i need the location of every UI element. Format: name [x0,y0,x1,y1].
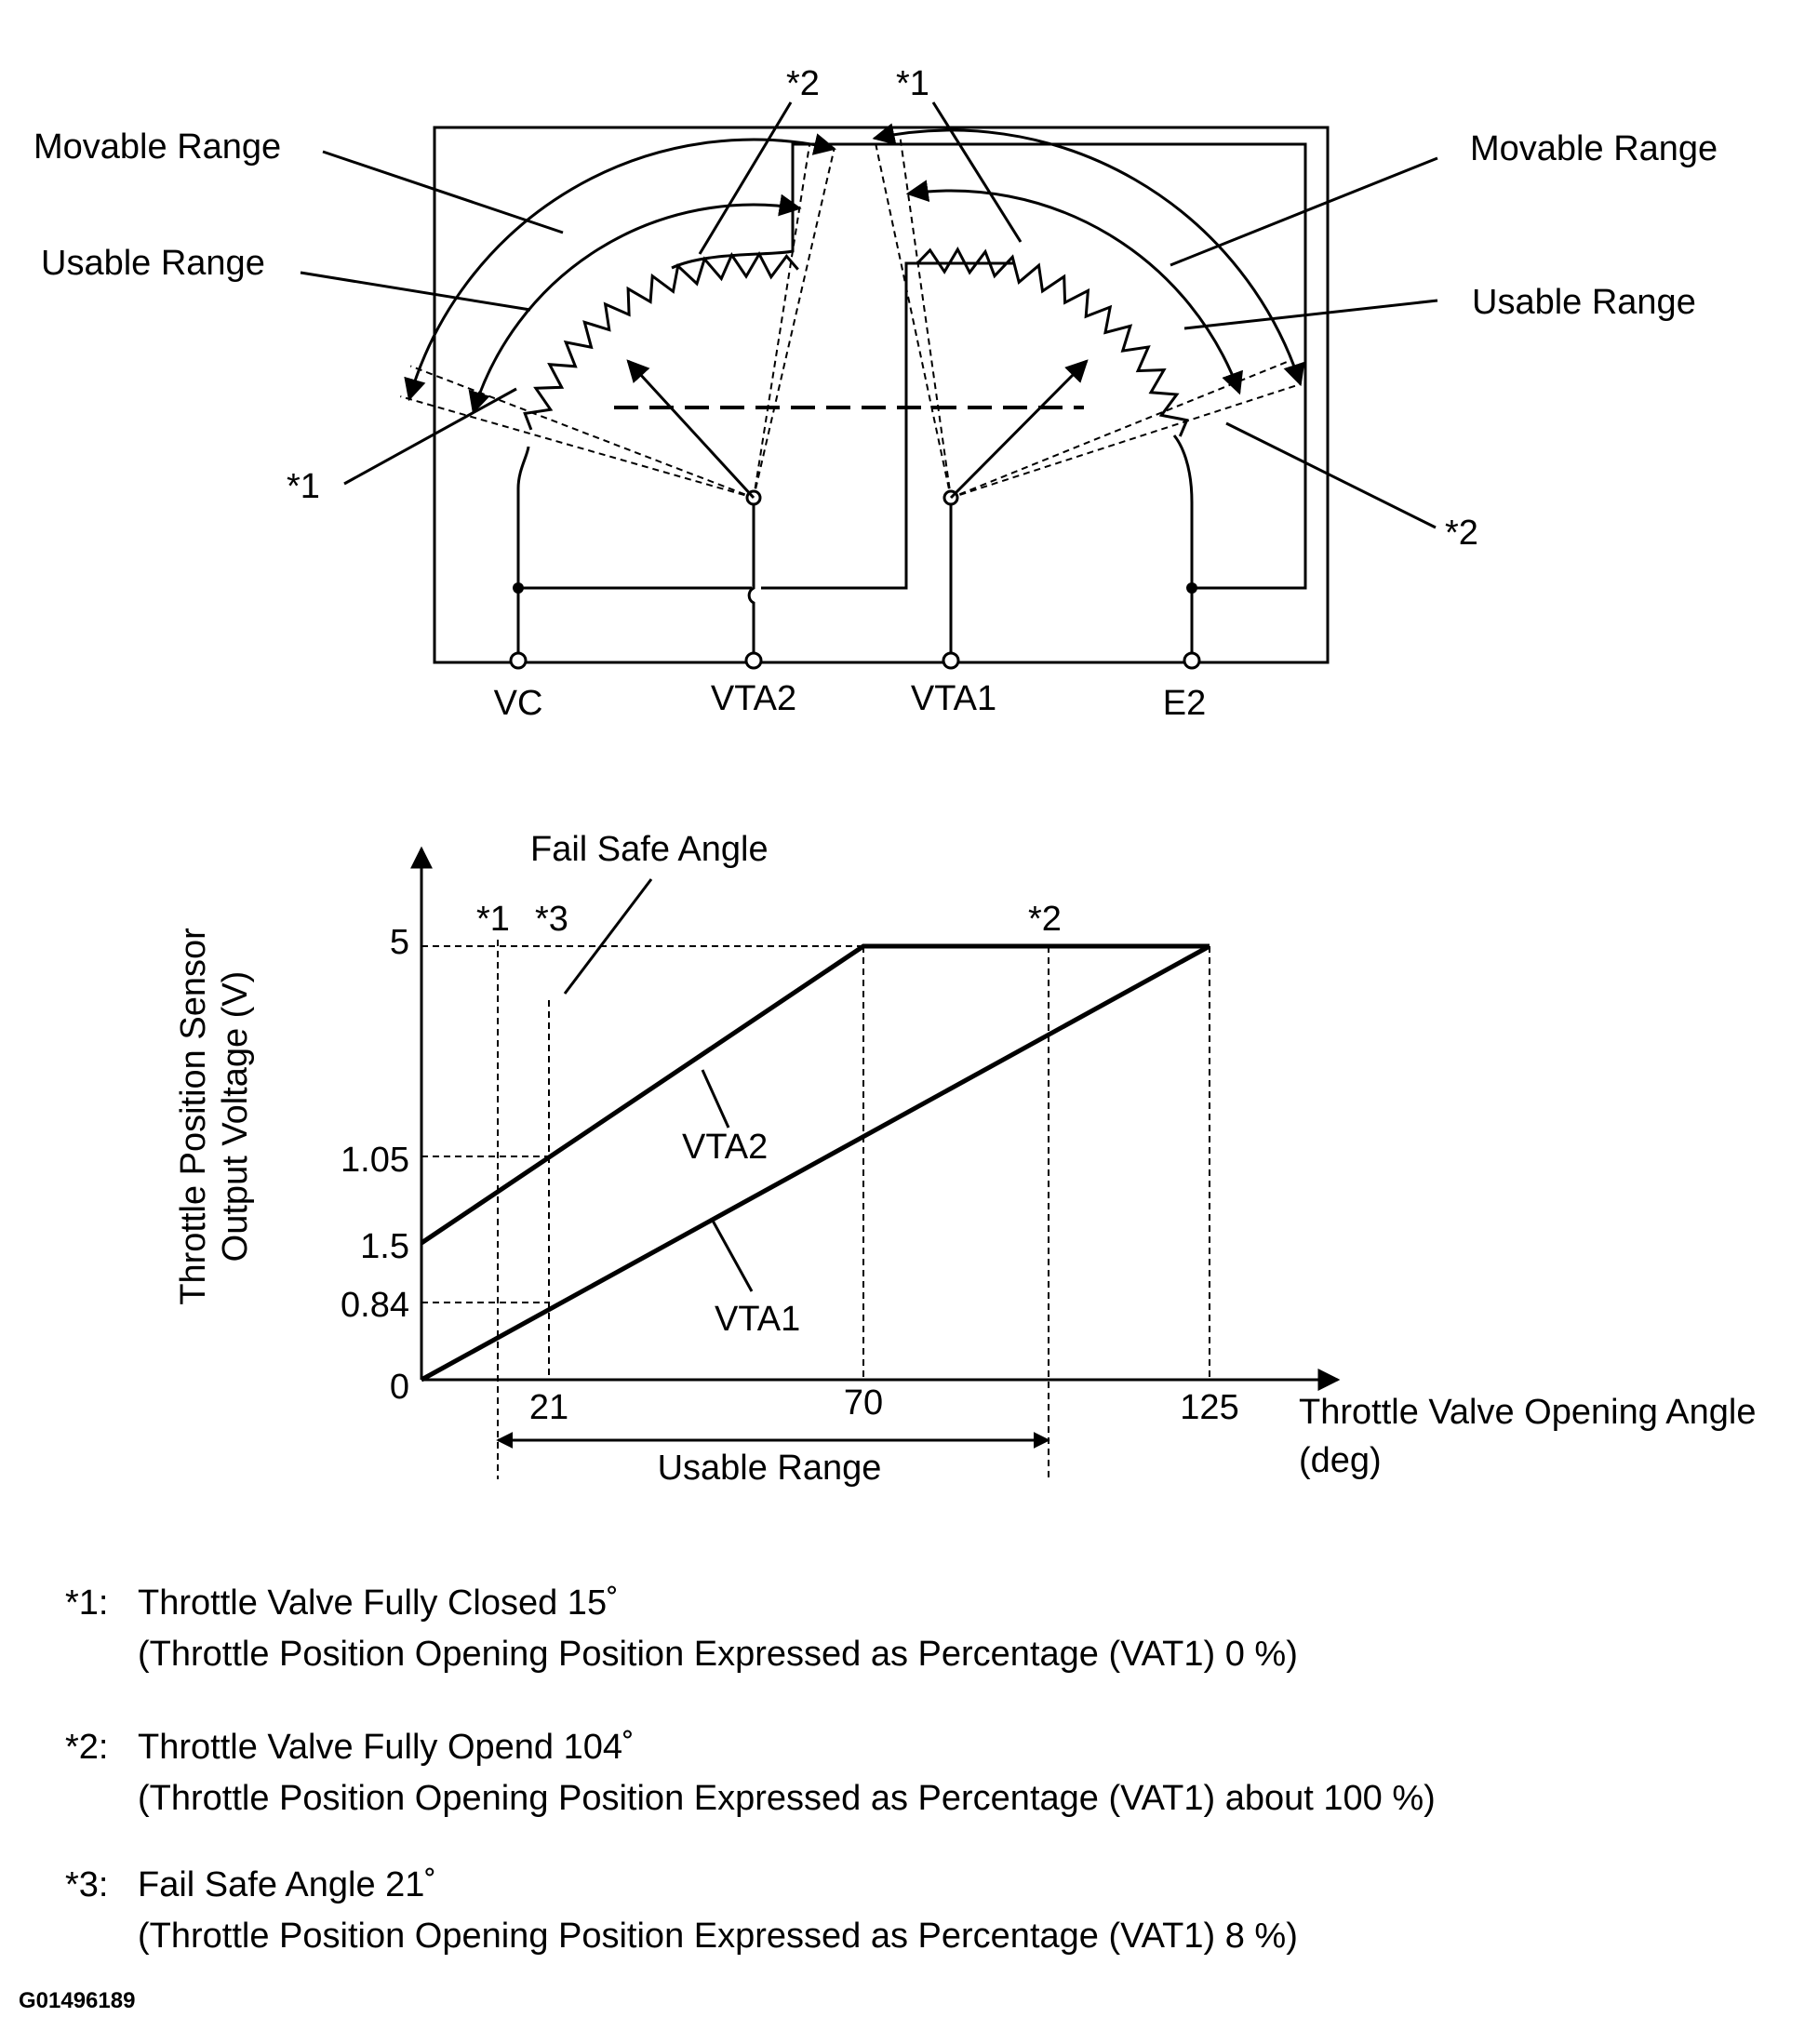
x-axis-label-line1: Throttle Valve Opening Angle [1299,1393,1757,1432]
note-mark-3: *3: [65,1865,108,1904]
y-tick-label: 0 [390,1368,409,1407]
sensor-schematic: Movable Range Usable Range Movable Range… [33,64,1718,723]
y-axis-label-line1: Throttle Position Sensor [174,928,213,1305]
label-movable-range-left: Movable Range [33,127,281,167]
leader-mark1-top [931,101,1023,243]
range-limit-line [409,365,746,496]
voltage-chart: 5 1.05 1.5 0.84 0 21 70 125 Throttle Val… [174,830,1757,1488]
range-lines-left [400,143,835,497]
range-limit-line [959,382,1302,496]
terminal-vc [509,651,528,670]
label-usable-range-right: Usable Range [1472,283,1696,322]
label-movable-range-right: Movable Range [1470,129,1718,168]
series-line-vta1 [420,943,1211,1383]
terminal-vta2 [744,651,763,670]
pin-label-vta2: VTA2 [711,679,796,718]
note-2-line1: Throttle Valve Fully Opend 104˚ [138,1728,635,1767]
annotation-mark1: *1 [476,900,510,939]
range-limit-line [755,148,835,489]
movable-range-arc-right [872,123,1305,387]
wiper-arrow-vta2 [626,359,755,500]
figure-code: G01496189 [19,1988,135,2013]
note-mark-2: *2: [65,1728,108,1767]
terminal-vta1 [942,651,960,670]
series-line-vta2 [420,943,1210,1246]
x-axis-label-line2: (deg) [1299,1441,1382,1480]
note-3-line1: Fail Safe Angle 21˚ [138,1865,436,1904]
footnotes: *1: Throttle Valve Fully Closed 15˚ (Thr… [19,1583,1436,2013]
junction-dot [513,582,524,594]
x-tick-label: 21 [529,1388,568,1427]
note-1-line2: (Throttle Position Opening Position Expr… [138,1635,1298,1674]
range-limit-line [754,143,811,489]
chart-guides [421,940,1210,1479]
series-label-vta1: VTA1 [715,1300,800,1339]
pin-label-vc: VC [494,684,543,723]
note-1-line1: Throttle Valve Fully Closed 15˚ [138,1583,619,1623]
note-3-line2: (Throttle Position Opening Position Expr… [138,1917,1298,1956]
label-mark1-top: *1 [896,64,929,103]
y-tick-label: 1.05 [341,1141,409,1180]
y-tick-label: 1.5 [360,1227,409,1266]
leader-movable-left [322,150,564,234]
wiper-arrow-vta1 [949,359,1089,500]
annotation-mark3: *3 [535,900,568,939]
pin-label-vta1: VTA1 [911,679,996,718]
range-limit-line [400,395,745,497]
leader-movable-right [1170,156,1438,267]
note-2-line2: (Throttle Position Opening Position Expr… [138,1779,1436,1818]
vta2-wire [747,502,755,661]
series-label-vta2: VTA2 [682,1128,768,1167]
resistor-vta2 [523,250,799,431]
usable-range-label: Usable Range [658,1449,882,1488]
label-usable-range-left: Usable Range [41,244,265,283]
sensor-housing [433,126,1330,664]
terminal-e2 [1183,651,1201,670]
pin-label-e2: E2 [1163,684,1206,723]
leader-mark1-left [343,387,517,486]
annotation-fail-safe-angle: Fail Safe Angle [530,830,769,869]
y-tick-label: 0.84 [341,1286,409,1325]
leader-vta2 [701,1069,730,1129]
leader-mark2-top [698,101,793,255]
note-mark-1: *1: [65,1583,108,1623]
annotation-mark2: *2 [1028,900,1062,939]
label-mark1-left: *1 [287,467,320,506]
junction-dot [1186,582,1197,594]
usable-range-arc-left [468,194,802,415]
leader-usable-right [1183,299,1438,330]
leader-vta1 [711,1220,754,1292]
y-axis-label-line2: Output Voltage (V) [216,971,255,1262]
x-tick-label: 70 [844,1383,883,1423]
e2-loop-wire [671,142,1307,590]
label-mark2-right: *2 [1445,514,1478,553]
y-tick-label: 5 [390,923,409,962]
label-mark2-top: *2 [786,64,820,103]
usable-range-arc-right [905,180,1243,395]
leader-mark2-right [1225,421,1437,529]
vc-cross-wire [761,261,1014,590]
range-limit-line [958,359,1292,496]
x-tick-label: 125 [1180,1388,1238,1427]
leader-fail-safe-angle [563,878,653,995]
leader-usable-left [300,271,531,312]
movable-range-arc-left [404,133,836,402]
vc-wire [516,446,530,661]
e2-wire [1172,434,1194,661]
